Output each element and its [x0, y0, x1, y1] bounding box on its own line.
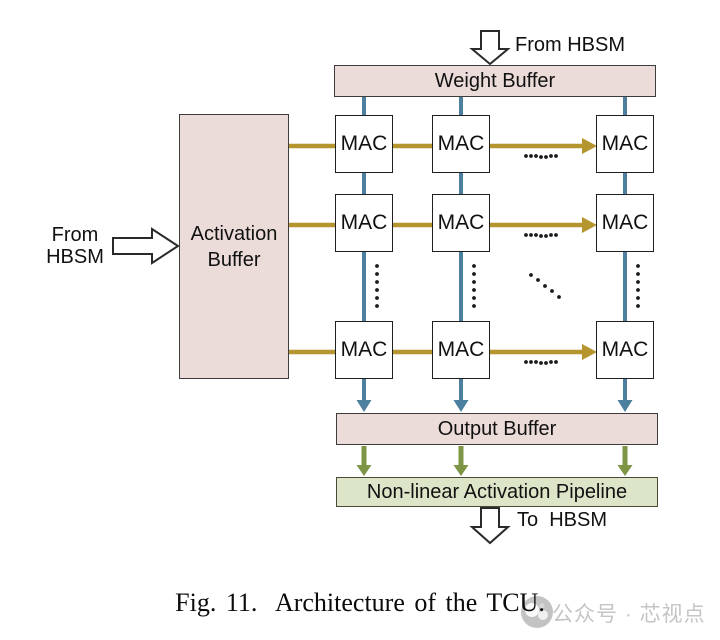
mac-unit-r1c3: MAC — [596, 115, 654, 173]
from-hbsm-top-label: From HBSM — [515, 34, 625, 56]
mac-unit-r3c2: MAC — [432, 321, 490, 379]
mac-label: MAC — [340, 337, 388, 361]
activation-buffer-label-line1: Activation — [190, 222, 278, 245]
mac-unit-r2c2: MAC — [432, 194, 490, 252]
from-hbsm-left-label: From HBSM — [30, 224, 120, 268]
mac-label: MAC — [340, 210, 388, 234]
output-path-lines — [361, 446, 628, 466]
output-buffer-label: Output Buffer — [437, 417, 557, 440]
mac-unit-r3c3: MAC — [596, 321, 654, 379]
diagonal-ellipsis-dots — [529, 273, 561, 299]
weight-buffer-label: Weight Buffer — [434, 69, 556, 92]
activation-buffer-box: Activation Buffer — [179, 114, 289, 379]
weight-buffer-box: Weight Buffer — [334, 65, 656, 97]
mac-label: MAC — [437, 210, 485, 234]
output-path-arrowheads — [356, 465, 633, 476]
mac-unit-r1c2: MAC — [432, 115, 490, 173]
pipeline-label: Non-linear Activation Pipeline — [366, 480, 628, 503]
activation-buffer-label-line2: Buffer — [207, 248, 261, 271]
vertical-ellipsis-dots — [375, 264, 640, 308]
mac-unit-r2c1: MAC — [335, 194, 393, 252]
to-hbsm-label: To HBSM — [517, 509, 608, 531]
weight-path-lines — [362, 97, 627, 401]
watermark-text: 公众号 · 芯视点 — [552, 603, 706, 626]
mac-label: MAC — [437, 337, 485, 361]
from-hbsm-left-line1: From — [51, 224, 99, 246]
mac-label: MAC — [601, 210, 649, 234]
output-buffer-box: Output Buffer — [336, 413, 658, 445]
from-hbsm-left-arrow-icon — [112, 227, 180, 265]
activation-path-arrowheads — [582, 138, 597, 360]
mac-label: MAC — [601, 337, 649, 361]
activation-path-lines — [288, 143, 583, 355]
horizontal-ellipsis-dots — [524, 154, 558, 365]
mac-label: MAC — [437, 131, 485, 155]
weight-path-arrowheads — [356, 400, 633, 412]
to-hbsm-bottom-arrow-icon — [469, 507, 511, 545]
mac-label: MAC — [601, 131, 649, 155]
mac-unit-r3c1: MAC — [335, 321, 393, 379]
mac-label: MAC — [340, 131, 388, 155]
from-hbsm-left-line2: HBSM — [46, 246, 104, 268]
mac-unit-r1c1: MAC — [335, 115, 393, 173]
from-hbsm-top-arrow-icon — [469, 30, 511, 66]
nonlinear-activation-pipeline-box: Non-linear Activation Pipeline — [336, 477, 658, 507]
figure-caption: Fig. 11. Architecture of the TCU. — [175, 588, 545, 617]
mac-unit-r2c3: MAC — [596, 194, 654, 252]
watermark-logo-icon — [521, 596, 553, 628]
